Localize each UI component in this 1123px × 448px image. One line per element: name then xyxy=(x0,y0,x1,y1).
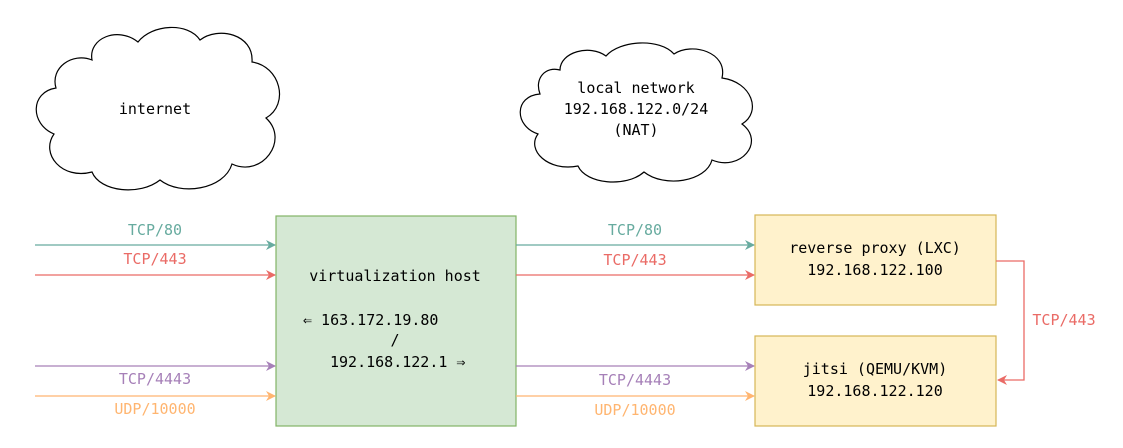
local-network-cloud-shape xyxy=(519,42,753,183)
arrow-proxy-to-jitsi xyxy=(996,260,1025,385)
local-network-label-line1: local network xyxy=(577,79,694,97)
host-ip-separator: / xyxy=(390,331,399,349)
local-network-cloud: local network 192.168.122.0/24 (NAT) xyxy=(519,42,753,183)
virtualization-host-box xyxy=(275,215,517,427)
internet-label: internet xyxy=(119,100,191,118)
jitsi-name: jitsi (QEMU/KVM) xyxy=(803,360,948,378)
label-in-tcp4443: TCP/4443 xyxy=(119,370,191,388)
host-private-ip: 192.168.122.1 ⇒ xyxy=(330,353,465,371)
local-network-label-line3: (NAT) xyxy=(613,121,658,139)
reverse-proxy: reverse proxy (LXC) 192.168.122.100 xyxy=(754,214,997,306)
label-in-tcp80: TCP/80 xyxy=(128,221,182,239)
label-out-tcp443: TCP/443 xyxy=(603,251,666,269)
jitsi-vm: jitsi (QEMU/KVM) 192.168.122.120 xyxy=(754,335,997,427)
virtualization-host-title: virtualization host xyxy=(309,267,481,285)
reverse-proxy-name: reverse proxy (LXC) xyxy=(789,239,961,257)
label-out-udp10000: UDP/10000 xyxy=(594,401,675,419)
jitsi-ip: 192.168.122.120 xyxy=(807,382,942,400)
label-out-tcp4443: TCP/4443 xyxy=(599,371,671,389)
local-network-label-line2: 192.168.122.0/24 xyxy=(564,100,709,118)
reverse-proxy-ip: 192.168.122.100 xyxy=(807,261,942,279)
host-public-ip: ⇐ 163.172.19.80 xyxy=(303,311,438,329)
label-in-udp10000: UDP/10000 xyxy=(114,400,195,418)
reverse-proxy-box xyxy=(754,214,997,306)
label-proxy-to-jitsi: TCP/443 xyxy=(1032,311,1095,329)
internet-cloud: internet xyxy=(35,26,281,191)
virtualization-host: virtualization host ⇐ 163.172.19.80 / 19… xyxy=(275,215,517,427)
jitsi-box xyxy=(754,335,997,427)
internet-cloud-shape xyxy=(35,26,281,191)
label-out-tcp80: TCP/80 xyxy=(608,221,662,239)
label-in-tcp443: TCP/443 xyxy=(123,250,186,268)
